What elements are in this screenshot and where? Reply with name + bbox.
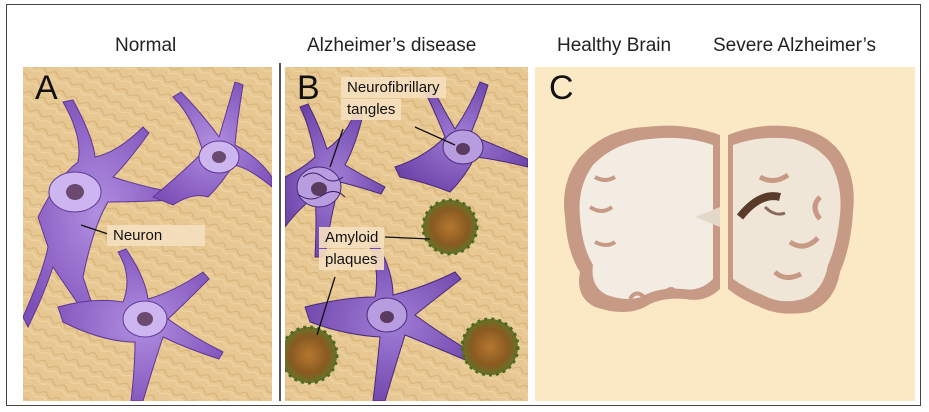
panel-divider: [279, 63, 281, 401]
panel-a-letter: A: [35, 71, 58, 105]
panel-a-normal-tissue: A Neuron: [23, 67, 272, 401]
alzheimers-brain-section: [728, 126, 854, 314]
title-alzheimers: Alzheimer’s disease: [307, 35, 476, 57]
tangles-label-line1: Neurofibrillary: [341, 77, 446, 98]
plaques-label-line1: Amyloid: [319, 227, 384, 248]
figure: Normal Alzheimer’s disease Healthy Brain…: [6, 4, 921, 406]
title-normal: Normal: [115, 35, 176, 57]
plaques-label-line2: plaques: [319, 249, 384, 270]
title-severe-alzheimers: Severe Alzheimer’s: [713, 35, 876, 57]
panel-c-brain-comparison: C: [535, 67, 915, 401]
panel-b-alzheimers-tissue: B Neurofibrillary tangles Amyloid plaque…: [285, 67, 528, 401]
title-healthy-brain: Healthy Brain: [557, 35, 671, 57]
panel-b-letter: B: [297, 71, 320, 105]
amyloid-plaque-1: [423, 200, 477, 254]
healthy-brain-section: [564, 126, 720, 312]
brain-sections-illustration: [535, 67, 915, 401]
amyloid-plaque-2: [285, 327, 337, 383]
neuron-label: Neuron: [107, 225, 205, 246]
tangles-label-line2: tangles: [341, 99, 401, 120]
panel-c-letter: C: [549, 71, 574, 105]
amyloid-plaque-3: [462, 319, 518, 375]
